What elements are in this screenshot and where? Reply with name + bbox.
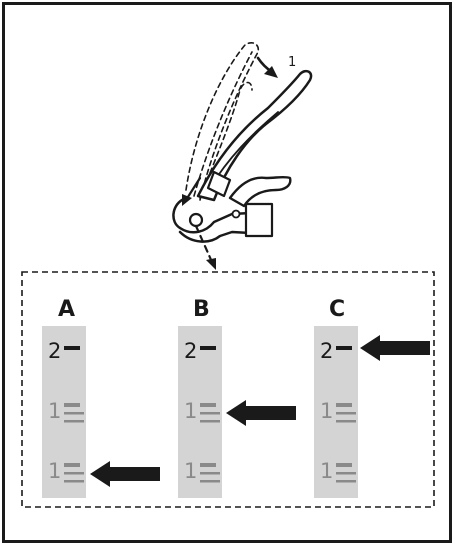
handle-collar [206, 170, 232, 198]
scale-number: 1 [48, 399, 61, 423]
motion-arrowhead [264, 66, 278, 78]
callout-number: 1 [288, 55, 296, 70]
scale-mark [336, 472, 356, 475]
scale-mark [64, 412, 84, 415]
scale-mark [336, 480, 356, 483]
handle [196, 69, 313, 202]
pivot-arrow [184, 176, 202, 202]
tool-illustration [172, 42, 313, 270]
scale-number: 1 [184, 399, 197, 423]
scale-mark [200, 420, 220, 423]
scale-mark [336, 463, 352, 467]
panel-letter: C [329, 297, 345, 322]
detail-leader-arrowhead [206, 258, 216, 270]
handle-dashed-outlines [185, 42, 260, 201]
scale-number: 1 [320, 399, 333, 423]
indicator-arrow [360, 335, 430, 361]
scale-mark [336, 403, 352, 407]
scale-mark [64, 346, 80, 350]
detail-box [21, 271, 435, 508]
scale-number: 1 [320, 459, 333, 483]
panel-letter: A [58, 297, 75, 322]
scale-mark [200, 346, 216, 350]
scale-mark [64, 420, 84, 423]
scale-mark [200, 463, 216, 467]
scale-number: 2 [48, 339, 61, 363]
scale-number: 2 [184, 339, 197, 363]
scale-mark [336, 346, 352, 350]
panel-letter: B [193, 297, 210, 322]
indicator-arrow [90, 461, 160, 487]
pivot-arrowhead [182, 194, 192, 206]
trigger-lever [228, 175, 292, 208]
scale-number: 1 [48, 459, 61, 483]
scale-mark [336, 412, 356, 415]
pivot-pin [188, 212, 204, 228]
scale-mark [200, 412, 220, 415]
indicator-arrow [226, 400, 296, 426]
scale-mark [64, 472, 84, 475]
scale-mark [200, 472, 220, 475]
scale-mark [64, 463, 80, 467]
adjust-screw [231, 209, 241, 219]
panel-c: C 2 1 1 [314, 297, 430, 498]
panel-a: A 2 1 1 [42, 297, 160, 498]
scale-mark [64, 403, 80, 407]
scale-mark [200, 403, 216, 407]
scale-mark [200, 480, 220, 483]
tool-jaw [244, 202, 274, 238]
scale-number: 1 [184, 459, 197, 483]
scale-number: 2 [320, 339, 333, 363]
scale-mark [336, 420, 356, 423]
detail-leader-line [194, 224, 214, 264]
scale-mark [64, 480, 84, 483]
panel-b: B 2 1 1 [178, 297, 296, 498]
